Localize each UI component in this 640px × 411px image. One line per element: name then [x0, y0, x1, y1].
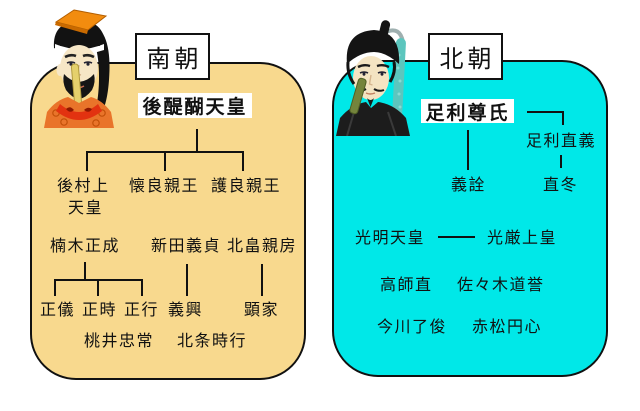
south-head-name: 後醍醐天皇 [138, 93, 252, 118]
label-tadafuyu: 直冬 [543, 175, 579, 194]
kusunoki-son2-vline [97, 279, 99, 296]
label-emperor-kogon: 光厳上皇 [487, 228, 558, 247]
label-nitta-yoshisada: 新田義貞 [151, 236, 222, 255]
south-child2-vline [164, 151, 166, 171]
label-akamatsu-enshin: 赤松円心 [472, 317, 543, 336]
takauji-brother-hline [527, 111, 564, 113]
label-imagawa-ryoshun: 今川了俊 [377, 317, 448, 336]
label-kitabatake-chikafusa: 北畠親房 [227, 236, 298, 255]
takauji-son-vline [467, 130, 469, 170]
label-masatoki: 正時 [82, 300, 118, 319]
ashikaga-takauji-portrait-icon [336, 20, 410, 136]
south-child3-vline [242, 151, 244, 171]
nitta-son-vline [186, 264, 188, 296]
kusunoki-stub-line [84, 262, 86, 280]
takauji-brother-vline [562, 111, 564, 125]
tadayoshi-son-vline [560, 155, 562, 168]
south-court-title: 南朝 [135, 33, 210, 80]
label-emperor-komyo: 光明天皇 [355, 228, 426, 247]
label-yoshioki: 義興 [168, 300, 204, 319]
label-masatsura: 正行 [124, 300, 160, 319]
label-ashikaga-tadayoshi: 足利直義 [526, 131, 597, 150]
kusunoki-son1-vline [54, 279, 56, 296]
kusunoki-son3-vline [141, 279, 143, 296]
label-sasaki-doyo: 佐々木道誉 [457, 275, 545, 294]
label-kaneyoshi: 懐良親王 [129, 176, 200, 195]
label-akiie: 顕家 [244, 300, 280, 319]
label-hojo-tokiyuki: 北条時行 [177, 331, 248, 350]
label-gomurakami-line2: 天皇 [68, 198, 104, 217]
label-yoshiakira: 義詮 [451, 175, 487, 194]
label-momonoi-tadatsune: 桃井忠常 [84, 331, 155, 350]
north-court-title: 北朝 [428, 33, 503, 80]
emperors-link-line [438, 236, 475, 238]
label-moriyoshi: 護良親王 [211, 176, 282, 195]
label-gomurakami-line1: 後村上 [57, 176, 110, 195]
label-ko-no-moronao: 高師直 [380, 275, 433, 294]
north-head-name: 足利尊氏 [421, 99, 514, 124]
kitabatake-son-vline [261, 264, 263, 296]
south-child1-vline [86, 151, 88, 171]
label-kusunoki-masashige: 楠木正成 [50, 236, 121, 255]
label-masanori: 正儀 [40, 300, 76, 319]
south-head-connector-line [196, 129, 198, 152]
emperor-godaigo-portrait-icon [44, 9, 114, 128]
